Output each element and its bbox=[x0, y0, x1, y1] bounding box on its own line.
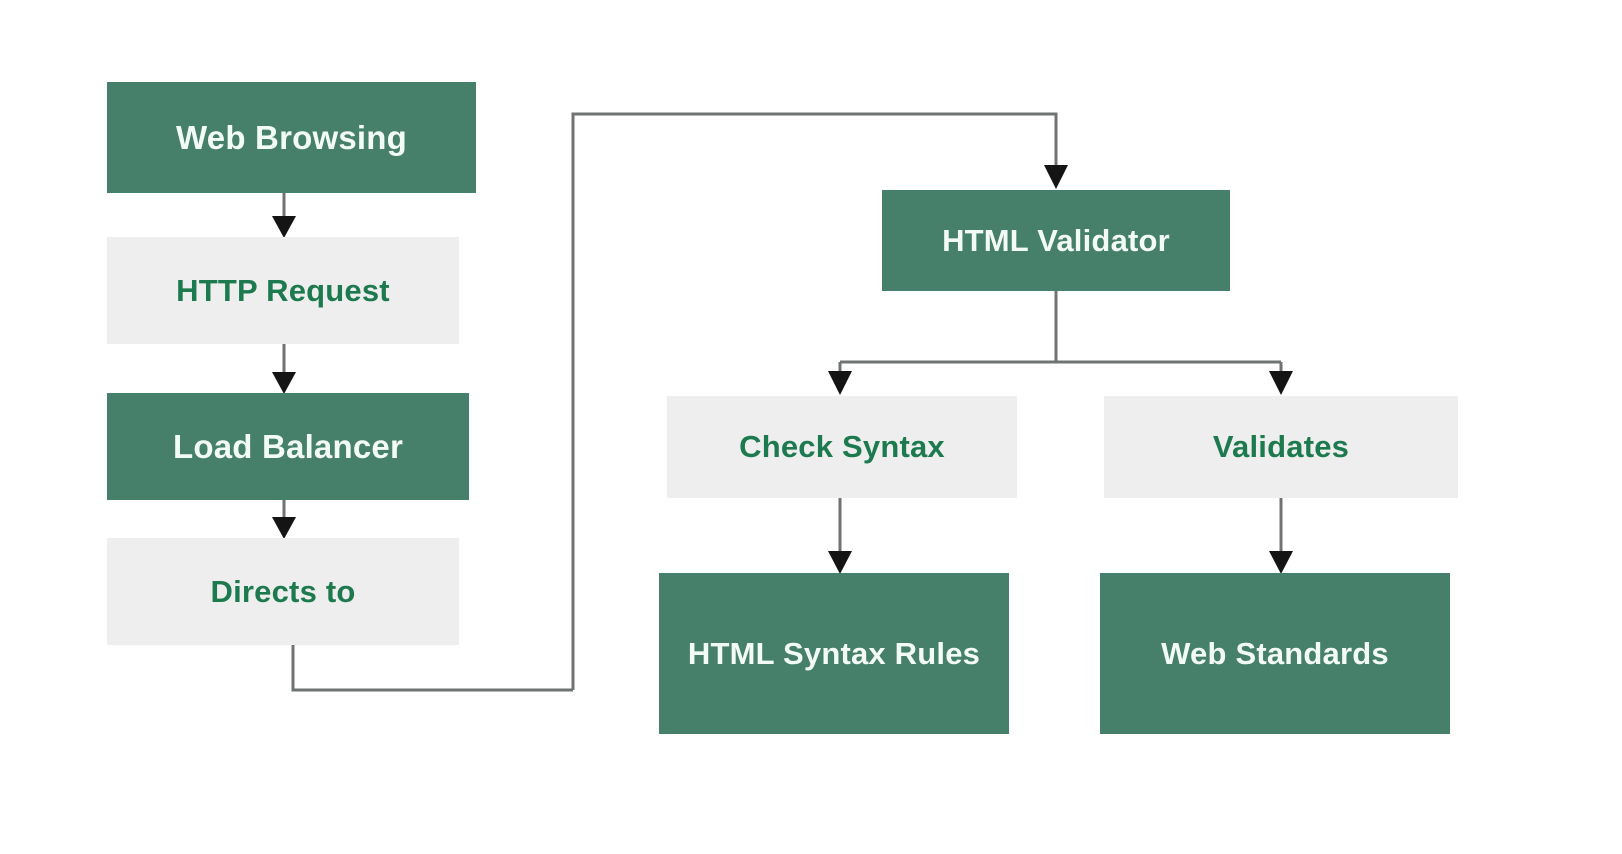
node-web-browsing[interactable]: Web Browsing bbox=[107, 82, 476, 193]
node-label: Load Balancer bbox=[172, 427, 403, 465]
edge-html-validator-to-validates bbox=[1269, 362, 1293, 395]
node-http-request[interactable]: HTTP Request bbox=[107, 237, 459, 344]
node-label: HTML Syntax Rules bbox=[687, 635, 981, 671]
edge-web-browsing-to-http-request bbox=[272, 193, 296, 238]
node-directs-to[interactable]: Directs to bbox=[107, 538, 459, 645]
edge-http-request-to-load-balancer bbox=[272, 344, 296, 394]
edge-html-validator-to-check-syntax bbox=[828, 362, 852, 395]
node-web-standards[interactable]: Web Standards bbox=[1100, 573, 1450, 734]
edge-check-syntax-to-html-syntax-rules bbox=[828, 498, 852, 574]
node-label: Web Standards bbox=[1161, 635, 1389, 671]
node-label: Directs to bbox=[210, 573, 356, 609]
edge-html-validator-branch-stem bbox=[840, 291, 1281, 364]
node-label: HTTP Request bbox=[176, 272, 390, 308]
edge-load-balancer-to-directs-to bbox=[272, 500, 296, 539]
node-label: Check Syntax bbox=[739, 429, 945, 465]
node-check-syntax[interactable]: Check Syntax bbox=[667, 396, 1017, 498]
edge-validates-to-web-standards bbox=[1269, 498, 1293, 574]
node-html-validator[interactable]: HTML Validator bbox=[882, 190, 1230, 291]
node-html-syntax-rules[interactable]: HTML Syntax Rules bbox=[659, 573, 1009, 734]
node-label: HTML Validator bbox=[942, 222, 1170, 258]
node-label: Validates bbox=[1212, 429, 1350, 465]
node-validates[interactable]: Validates bbox=[1104, 396, 1458, 498]
node-load-balancer[interactable]: Load Balancer bbox=[107, 393, 469, 500]
node-label: Web Browsing bbox=[176, 118, 407, 156]
